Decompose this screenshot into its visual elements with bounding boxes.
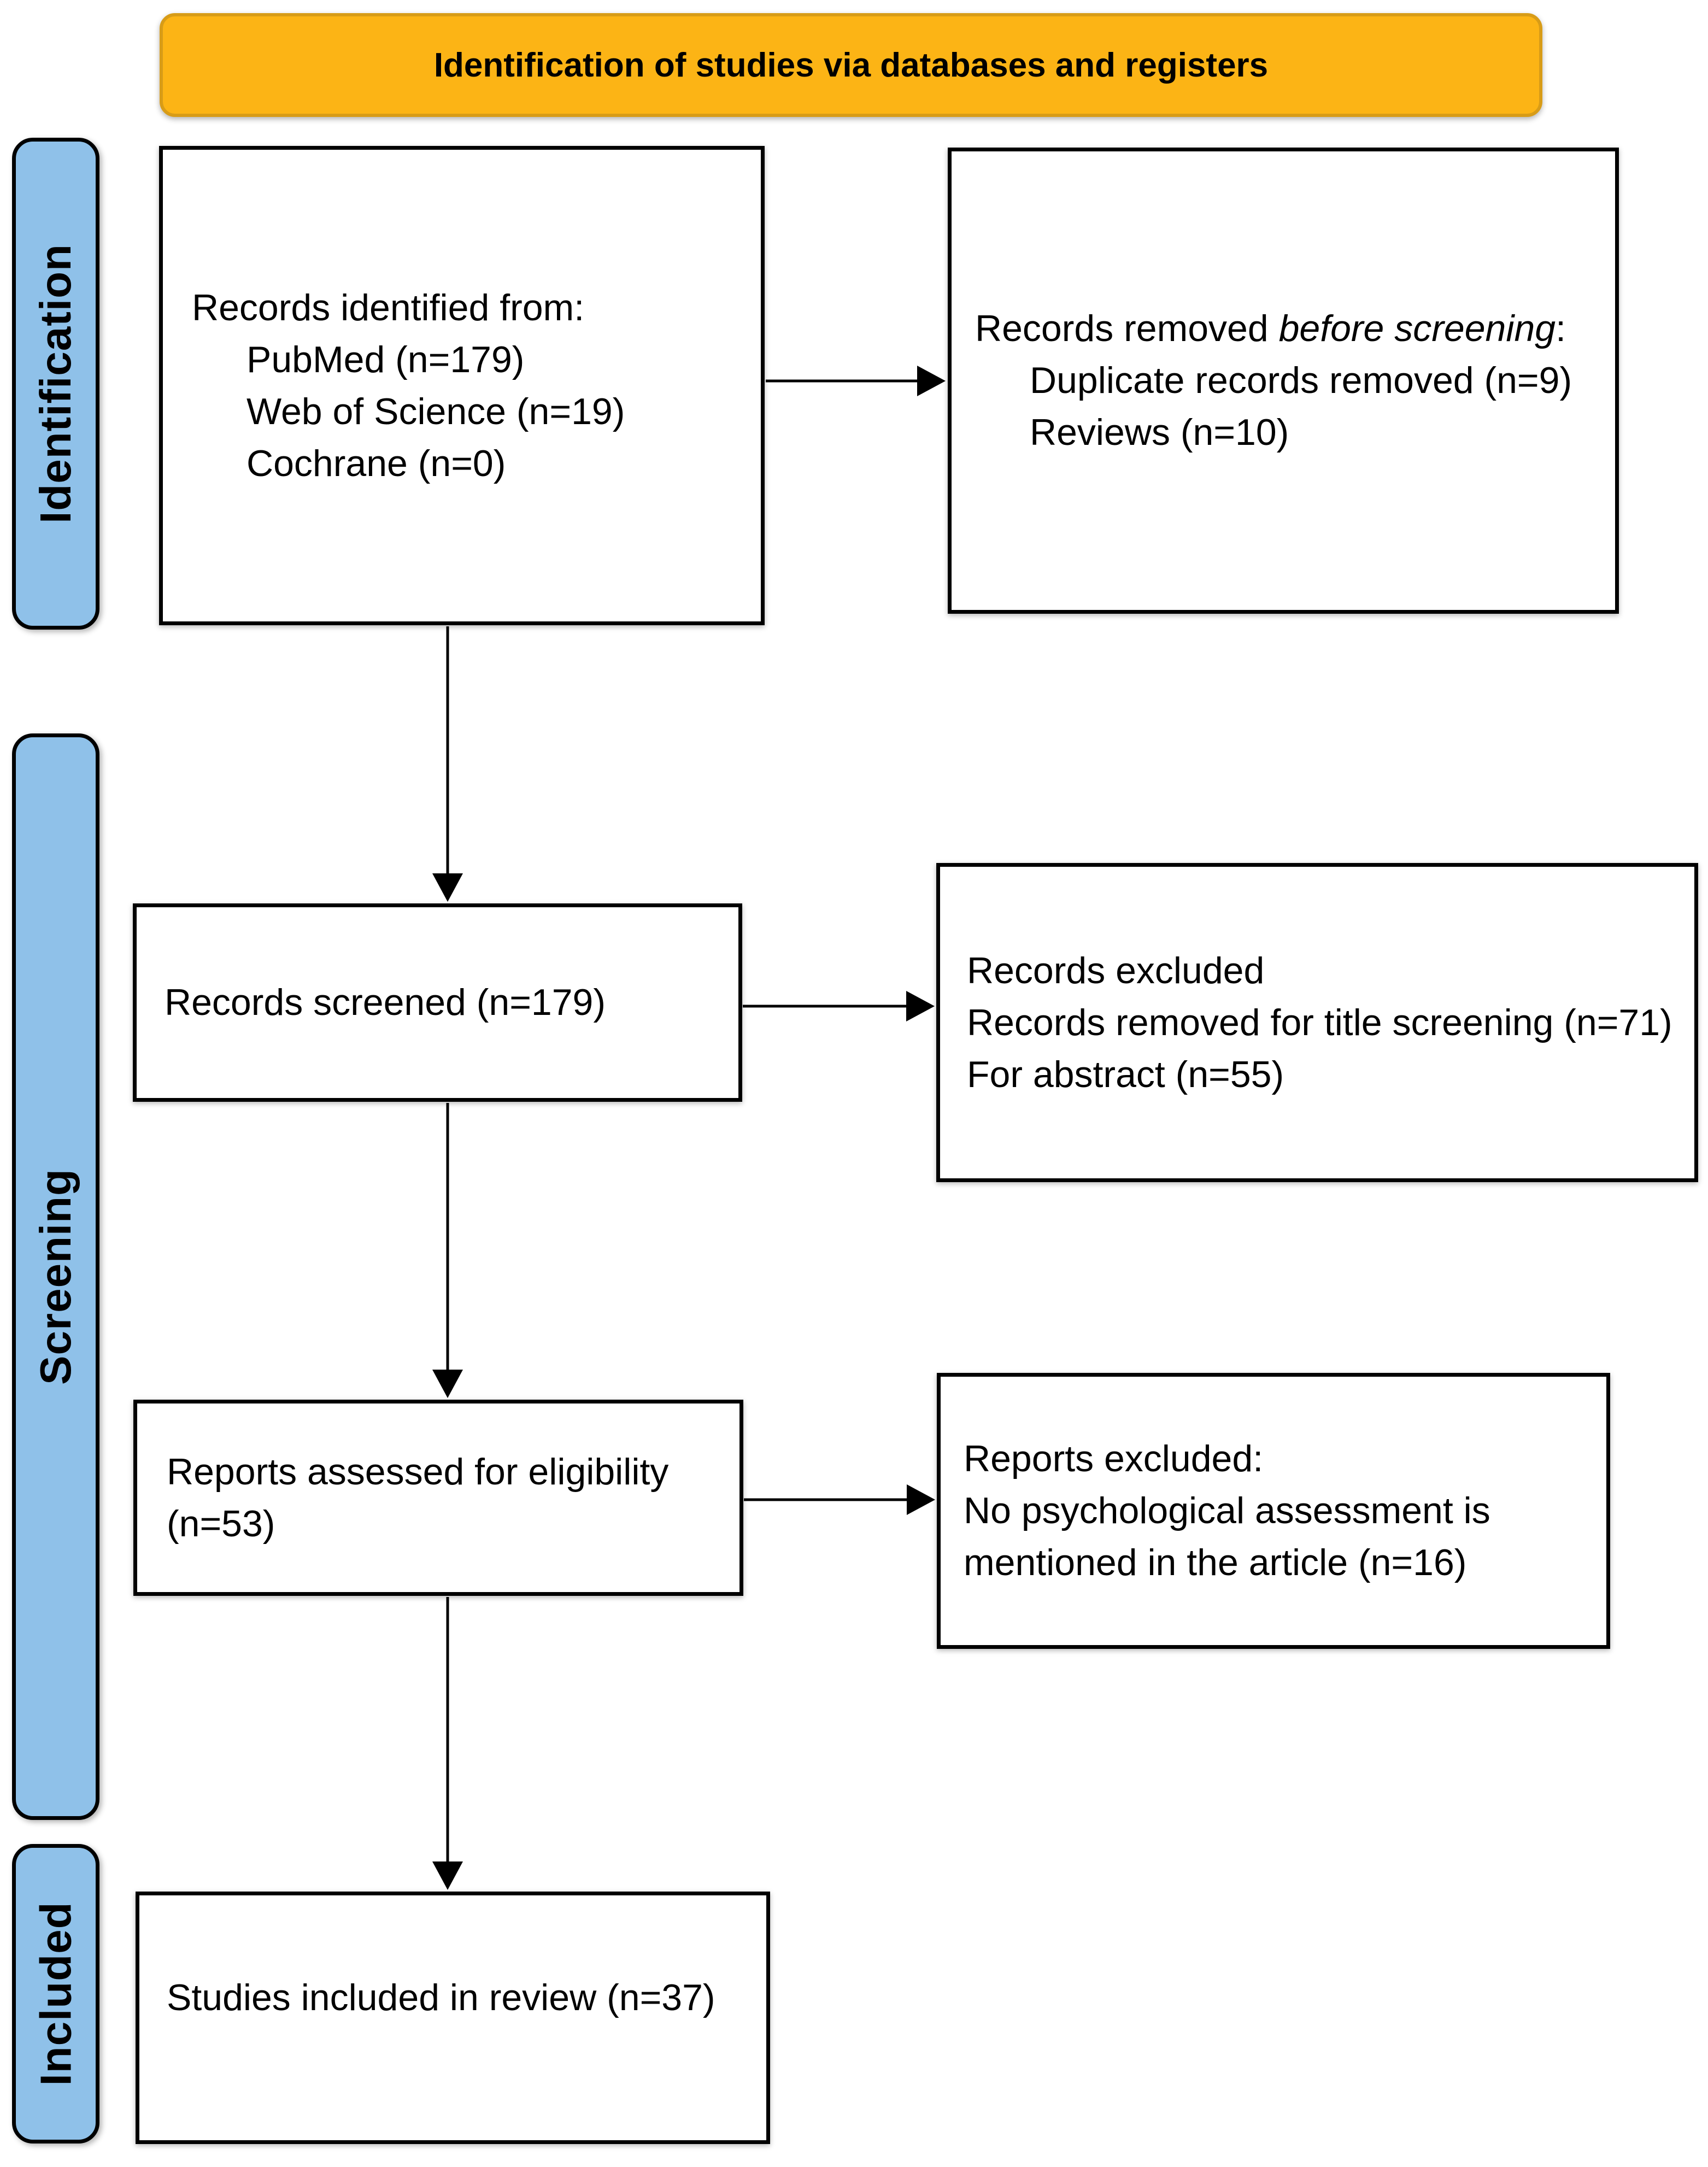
- sidebar-identification-label: Identification: [31, 244, 80, 524]
- box-reports-assessed: Reports assessed for eligibility (n=53): [133, 1400, 743, 1596]
- heading-emphasis: before screening: [1278, 308, 1556, 349]
- title-banner: Identification of studies via databases …: [160, 13, 1542, 117]
- sidebar-included-label: Included: [31, 1901, 80, 2086]
- box-line: mentioned in the article (n=16): [964, 1542, 1467, 1583]
- box-reports-excluded: Reports excluded: No psychological asses…: [937, 1373, 1610, 1649]
- arrow-records-screened-to-records-excluded: [743, 991, 935, 1021]
- sidebar-included: Included: [12, 1844, 99, 2143]
- box-records-removed-before-screening: Records removed before screening: Duplic…: [948, 148, 1619, 614]
- arrow-reports-assessed-to-reports-excluded: [744, 1484, 935, 1515]
- sidebar-identification: Identification: [12, 138, 99, 630]
- box-line: Records screened (n=179): [165, 982, 606, 1023]
- heading-suffix: :: [1556, 308, 1566, 349]
- box-line: Duplicate records removed (n=9): [1030, 360, 1572, 401]
- arrow-records-identified-to-records-removed: [766, 366, 946, 396]
- box-line: PubMed (n=179): [246, 338, 525, 380]
- box-records-identified: Records identified from: PubMed (n=179) …: [159, 146, 765, 625]
- box-records-screened: Records screened (n=179): [133, 903, 742, 1102]
- title-banner-label: Identification of studies via databases …: [433, 46, 1269, 84]
- box-line: For abstract (n=55): [967, 1053, 1284, 1095]
- box-line: Cochrane (n=0): [246, 442, 506, 484]
- box-records-excluded: Records excluded Records removed for tit…: [936, 863, 1698, 1182]
- heading-prefix: Records removed: [975, 308, 1279, 349]
- box-line: Studies included in review (n=37): [167, 1977, 715, 2018]
- box-line: Web of Science (n=19): [246, 390, 625, 432]
- box-line: Reports assessed for eligibility: [167, 1450, 669, 1493]
- sidebar-screening: Screening: [12, 733, 99, 1820]
- box-heading: Records removed before screening:: [975, 303, 1606, 355]
- box-line: Records excluded: [967, 949, 1265, 991]
- arrow-reports-assessed-to-studies-included: [432, 1597, 463, 1890]
- box-line: Reports excluded:: [964, 1438, 1264, 1479]
- box-heading: Records identified from:: [192, 286, 585, 328]
- box-line: Records removed for title screening (n=7…: [967, 1001, 1672, 1043]
- arrow-records-identified-to-records-screened: [432, 626, 463, 902]
- box-line: (n=53): [167, 1502, 275, 1544]
- sidebar-screening-label: Screening: [31, 1168, 80, 1385]
- arrow-records-screened-to-reports-assessed: [432, 1103, 463, 1398]
- box-line: No psychological assessment is: [964, 1490, 1490, 1531]
- box-studies-included: Studies included in review (n=37): [136, 1892, 770, 2144]
- box-line: Reviews (n=10): [1030, 412, 1289, 453]
